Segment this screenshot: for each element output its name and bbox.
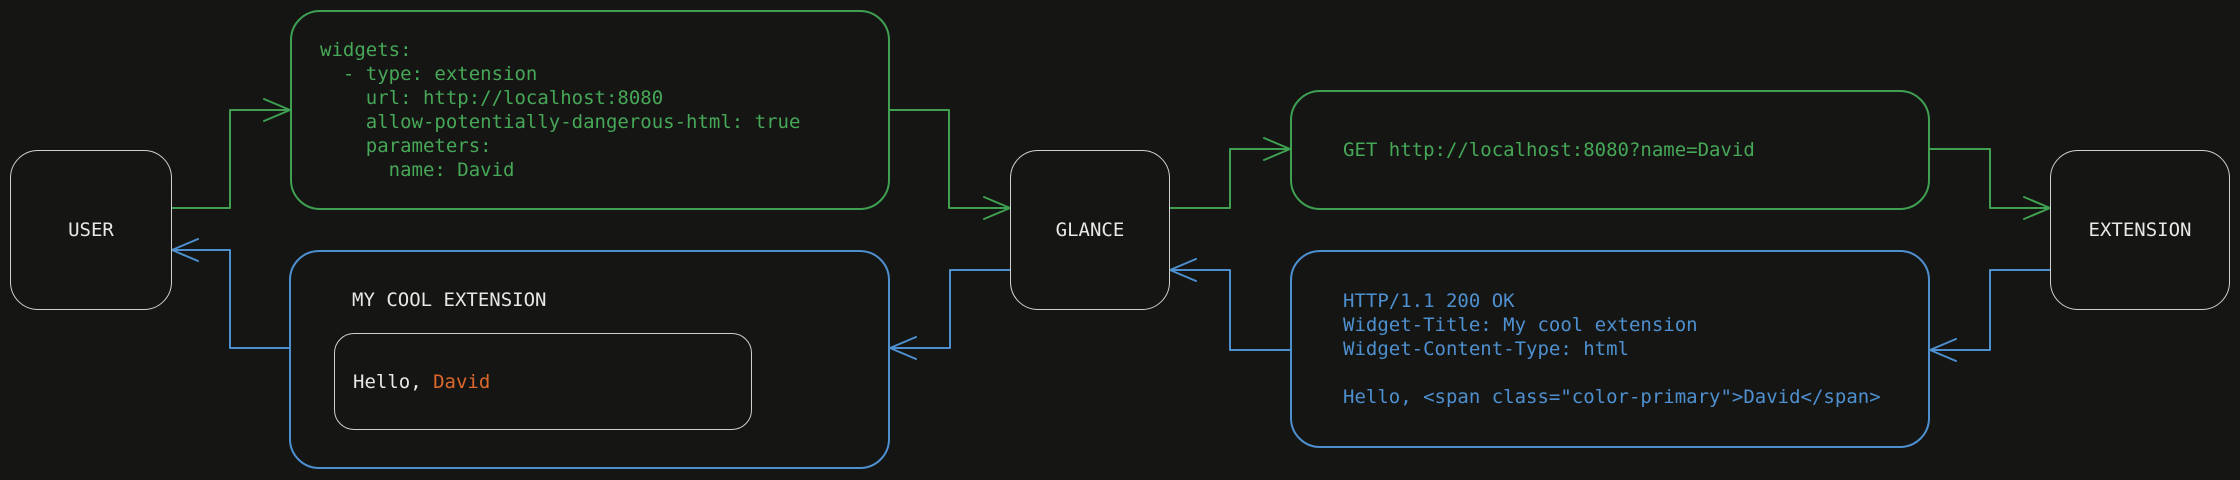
http-request-box: GET http://localhost:8080?name=David (1290, 90, 1930, 210)
http-response-line: Widget-Title: My cool extension (1343, 314, 1698, 336)
flow-request-to-extension-arrow (1929, 148, 2051, 220)
yaml-line: widgets: (320, 39, 412, 61)
yaml-line: parameters: (320, 135, 492, 157)
flow-extension-to-response-arrow (1929, 269, 2051, 362)
http-response-box: HTTP/1.1 200 OK Widget-Title: My cool ex… (1290, 250, 1930, 448)
node-glance-label: GLANCE (1055, 219, 1125, 241)
flow-user-to-config-arrow (171, 98, 291, 209)
yaml-line: url: http://localhost:8080 (320, 87, 664, 109)
http-response-line (1343, 361, 1928, 385)
node-extension: EXTENSION (2050, 150, 2230, 310)
widget-render-box: MY COOL EXTENSION Hello, David (289, 250, 890, 469)
http-request-line: GET http://localhost:8080?name=David (1343, 139, 1755, 161)
yaml-config-box: widgets: - type: extension url: http://l… (290, 10, 890, 210)
node-user-label: USER (68, 219, 114, 241)
flow-glance-to-request-arrow (1169, 137, 1291, 209)
flow-config-to-glance-arrow (889, 109, 1011, 220)
node-extension-label: EXTENSION (2088, 219, 2192, 241)
yaml-line: name: David (320, 159, 515, 181)
flow-response-to-glance-arrow (1169, 258, 1291, 351)
node-glance: GLANCE (1010, 150, 1170, 310)
flow-widget-to-user-arrow (171, 238, 290, 349)
yaml-line: - type: extension (320, 63, 538, 85)
http-response-line: Hello, <span class="color-primary">David… (1343, 386, 1881, 408)
node-user: USER (10, 150, 172, 310)
http-response-line: HTTP/1.1 200 OK (1343, 290, 1515, 312)
widget-title: MY COOL EXTENSION (352, 289, 547, 311)
yaml-line: allow-potentially-dangerous-html: true (320, 111, 801, 133)
widget-greeting-card: Hello, David (334, 333, 752, 430)
greeting-name: David (433, 370, 491, 393)
greeting-text: Hello, (353, 370, 434, 393)
flow-glance-to-widget-arrow (889, 269, 1011, 360)
http-response-line: Widget-Content-Type: html (1343, 338, 1629, 360)
